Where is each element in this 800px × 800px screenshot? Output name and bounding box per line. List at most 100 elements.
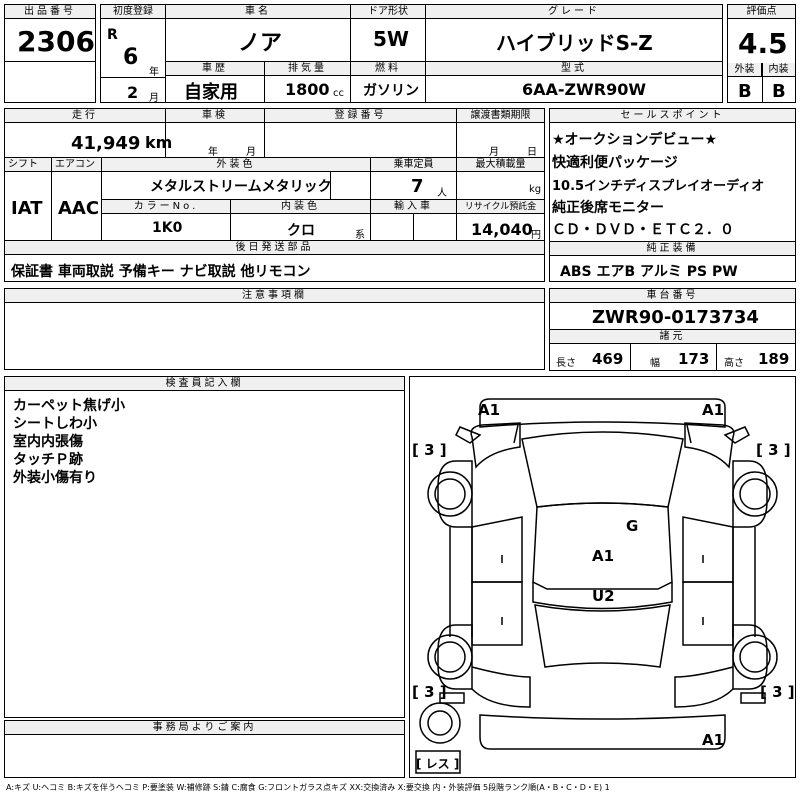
displacement-label: 排気量	[265, 62, 350, 76]
score-ext: B	[738, 81, 752, 102]
exterior-cell: 外装色 メタルストリームメタリック	[101, 157, 371, 200]
legend: A:キズ U:ヘコミ B:キズを伴うヘコミ P:要塗装 W:補修跡 S:錆 C:…	[6, 783, 610, 792]
rear-bumper	[479, 714, 726, 750]
color-no-label: カラーNo.	[102, 200, 230, 214]
left-mirror	[455, 426, 482, 444]
history: 自家用	[184, 82, 238, 103]
model-code: 6AA-ZWR90W	[522, 80, 647, 99]
rear-window	[534, 604, 671, 668]
first-reg-label: 初度登録	[101, 5, 165, 19]
first-reg-month-unit: 月	[149, 93, 159, 104]
history-label: 車歴	[166, 62, 264, 76]
inspector-note-3: 室内内張傷	[13, 434, 83, 450]
mark-rear-center: U2	[592, 587, 615, 605]
first-reg-divider	[101, 77, 165, 78]
history-cell: 車歴 自家用	[165, 61, 265, 103]
reg-no-label: 登録番号	[265, 109, 456, 123]
right-front-fender	[732, 460, 768, 528]
car-diagram: A1 A1 [ 3 ] [ 3 ] G A1 U2 [ 3 ] [ 3 ] A1…	[409, 376, 796, 778]
caution-cell: 注意事項欄	[4, 288, 545, 370]
mark-front-right: A1	[702, 401, 725, 419]
inspection-cell: 車検 年 月	[165, 108, 265, 158]
mark-rear-bumper: A1	[702, 731, 725, 749]
left-front-wheel	[427, 471, 473, 517]
displacement: 1800	[285, 80, 330, 99]
displacement-unit: cc	[333, 88, 344, 99]
roof	[532, 502, 673, 590]
score-split	[762, 63, 763, 102]
displacement-cell: 排気量 1800 cc	[264, 61, 351, 103]
left-tail-light	[439, 692, 465, 704]
mark-center: A1	[592, 547, 615, 565]
ac: AAC	[58, 198, 100, 219]
left-front-fender	[437, 460, 473, 528]
recycle-cell: リサイクル預託金 14,040 円	[456, 199, 545, 241]
office-label: 事務局よりご案内	[5, 721, 404, 735]
first-reg-cell: 初度登録 R 6 年 2 月	[100, 4, 166, 104]
car-name-label: 車名	[166, 5, 350, 19]
spare-box	[415, 750, 461, 774]
right-front-door	[682, 516, 734, 583]
ac-label: エアコン	[52, 158, 101, 172]
score-value: 4.5	[738, 27, 788, 60]
chassis-number: ZWR90-0173734	[592, 307, 759, 328]
left-front-wheel-inner	[434, 478, 466, 510]
left-rear-wheel-inner	[434, 641, 466, 673]
later-parts: 保証書 車両取説 予備キー ナビ取説 他リモコン	[11, 264, 311, 280]
left-rear-wheel	[427, 634, 473, 680]
front-left-panel	[470, 422, 521, 469]
interior-unit: 系	[355, 230, 365, 241]
door-label: ドア形状	[351, 5, 425, 19]
first-reg-year: 6	[123, 45, 139, 70]
roof-rear	[532, 582, 673, 610]
import-split	[413, 214, 414, 240]
max-load-unit: kg	[529, 184, 542, 195]
right-tail-light	[740, 692, 766, 704]
door-type: 5W	[373, 27, 409, 51]
dims-split-2	[716, 344, 717, 370]
inspector-note-2: シートしわ小	[13, 416, 97, 432]
grade-cell: グレード ハイブリッドS-Z	[425, 4, 723, 62]
front-right-panel	[684, 422, 735, 469]
sales-point-1: ★オークションデビュー★	[552, 132, 718, 148]
dims-length: 469	[592, 350, 624, 368]
inspector-panel: 検査員記入欄 カーペット焦げ小 シートしわ小 室内内張傷 タッチＰ跡 外装小傷有…	[4, 376, 405, 718]
model-cell: 型式 6AA-ZWR90W	[425, 61, 723, 103]
score-label: 評価点	[728, 5, 795, 19]
inspection-year-unit: 年	[208, 147, 218, 158]
interior-color: クロ	[287, 223, 315, 239]
import-label: 輸入車	[371, 200, 456, 214]
right-mirror	[723, 426, 750, 444]
sales-point-5: ＣＤ・ＤＶＤ・ＥＴＣ２．０	[552, 222, 734, 238]
mark-roof: G	[626, 517, 639, 535]
rear-right-quarter	[674, 666, 734, 708]
max-load-cell: 最大積載量 kg	[456, 157, 545, 200]
lot-blank-cell	[4, 61, 96, 103]
equipment: ABS エアB アルミ PS PW	[560, 264, 738, 280]
dims-height: 189	[758, 350, 790, 368]
right-rear-wheel	[732, 634, 778, 680]
sales-point-4: 純正後席モニター	[552, 200, 664, 216]
inspector-note-5: 外装小傷有り	[13, 470, 97, 486]
inspector-note-4: タッチＰ跡	[13, 452, 83, 468]
later-parts-cell: 後日発送部品 保証書 車両取説 予備キー ナビ取説 他リモコン	[4, 240, 545, 282]
first-reg-year-unit: 年	[149, 67, 159, 78]
capacity-unit: 人	[437, 188, 447, 199]
mark-left-front-wheel: [ 3 ]	[412, 441, 447, 459]
recycle: 14,040	[471, 220, 533, 239]
left-front-door	[471, 516, 523, 583]
windshield	[521, 431, 684, 508]
lot-label: 出品番号	[5, 5, 95, 19]
spare-tire-inner	[427, 710, 453, 736]
mileage-label: 走行	[5, 109, 165, 123]
front-bumper	[479, 398, 726, 428]
reg-no-cell: 登録番号	[264, 108, 457, 158]
sales-points-label: セールスポイント	[550, 109, 795, 123]
office-panel: 事務局よりご案内	[4, 720, 405, 778]
capacity: 7	[411, 176, 424, 197]
lot-cell: 出品番号 2306	[4, 4, 96, 62]
mark-front-left: A1	[478, 401, 501, 419]
right-rear-door	[682, 581, 734, 646]
fuel-label: 燃料	[351, 62, 425, 76]
mark-right-rear-wheel: [ 3 ]	[760, 683, 795, 701]
